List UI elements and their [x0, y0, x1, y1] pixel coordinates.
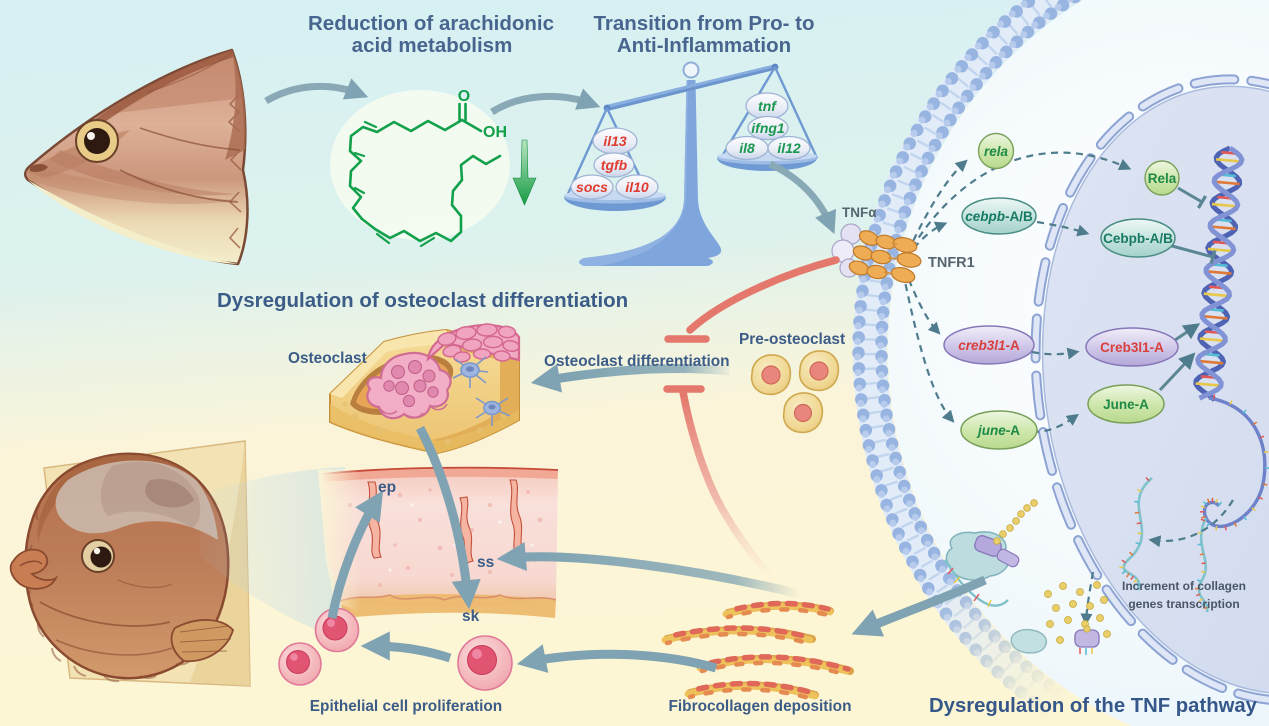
svg-text:ss: ss	[477, 554, 494, 571]
svg-text:Osteoclast differentiation: Osteoclast differentiation	[544, 353, 730, 370]
svg-text:cebpb-A/B: cebpb-A/B	[965, 209, 1033, 224]
svg-text:TNFα: TNFα	[842, 205, 877, 220]
svg-text:il13: il13	[603, 133, 627, 149]
svg-text:Dysregulation of osteoclast di: Dysregulation of osteoclast differentiat…	[217, 289, 628, 312]
svg-text:il10: il10	[625, 179, 649, 195]
svg-text:Osteoclast: Osteoclast	[288, 350, 367, 367]
svg-text:il12: il12	[777, 140, 801, 156]
svg-text:O: O	[458, 88, 470, 105]
svg-text:Dysregulation of the TNF pathw: Dysregulation of the TNF pathway	[929, 695, 1258, 717]
svg-text:creb3l1-A: creb3l1-A	[958, 338, 1020, 353]
svg-text:Increment of collagen: Increment of collagen	[1122, 579, 1246, 593]
svg-text:sk: sk	[462, 608, 480, 625]
svg-text:Creb3l1-A: Creb3l1-A	[1100, 340, 1164, 355]
svg-text:acid metabolism: acid metabolism	[352, 34, 513, 57]
svg-text:ifng1: ifng1	[751, 120, 785, 136]
svg-text:rela: rela	[984, 144, 1009, 159]
svg-text:June-A: June-A	[1103, 397, 1149, 412]
svg-text:Anti-Inflammation: Anti-Inflammation	[617, 34, 791, 57]
svg-text:Cebpb-A/B: Cebpb-A/B	[1103, 231, 1173, 246]
svg-text:ep: ep	[378, 479, 396, 496]
svg-text:Epithelial cell proliferation: Epithelial cell proliferation	[310, 698, 502, 715]
svg-text:Reduction of arachidonic: Reduction of arachidonic	[308, 12, 554, 35]
svg-text:tnf: tnf	[758, 98, 777, 114]
svg-text:il8: il8	[739, 140, 755, 156]
svg-text:Pre-osteoclast: Pre-osteoclast	[739, 331, 845, 348]
svg-text:TNFR1: TNFR1	[928, 255, 975, 271]
svg-text:Rela: Rela	[1148, 171, 1177, 186]
svg-text:genes transcription: genes transcription	[1128, 597, 1239, 611]
svg-text:OH: OH	[483, 124, 507, 141]
svg-text:socs: socs	[576, 179, 608, 195]
svg-text:tgfb: tgfb	[601, 157, 628, 173]
svg-text:Fibrocollagen deposition: Fibrocollagen deposition	[669, 698, 852, 715]
svg-text:Transition from Pro- to: Transition from Pro- to	[594, 12, 815, 35]
svg-text:june-A: june-A	[976, 423, 1020, 438]
